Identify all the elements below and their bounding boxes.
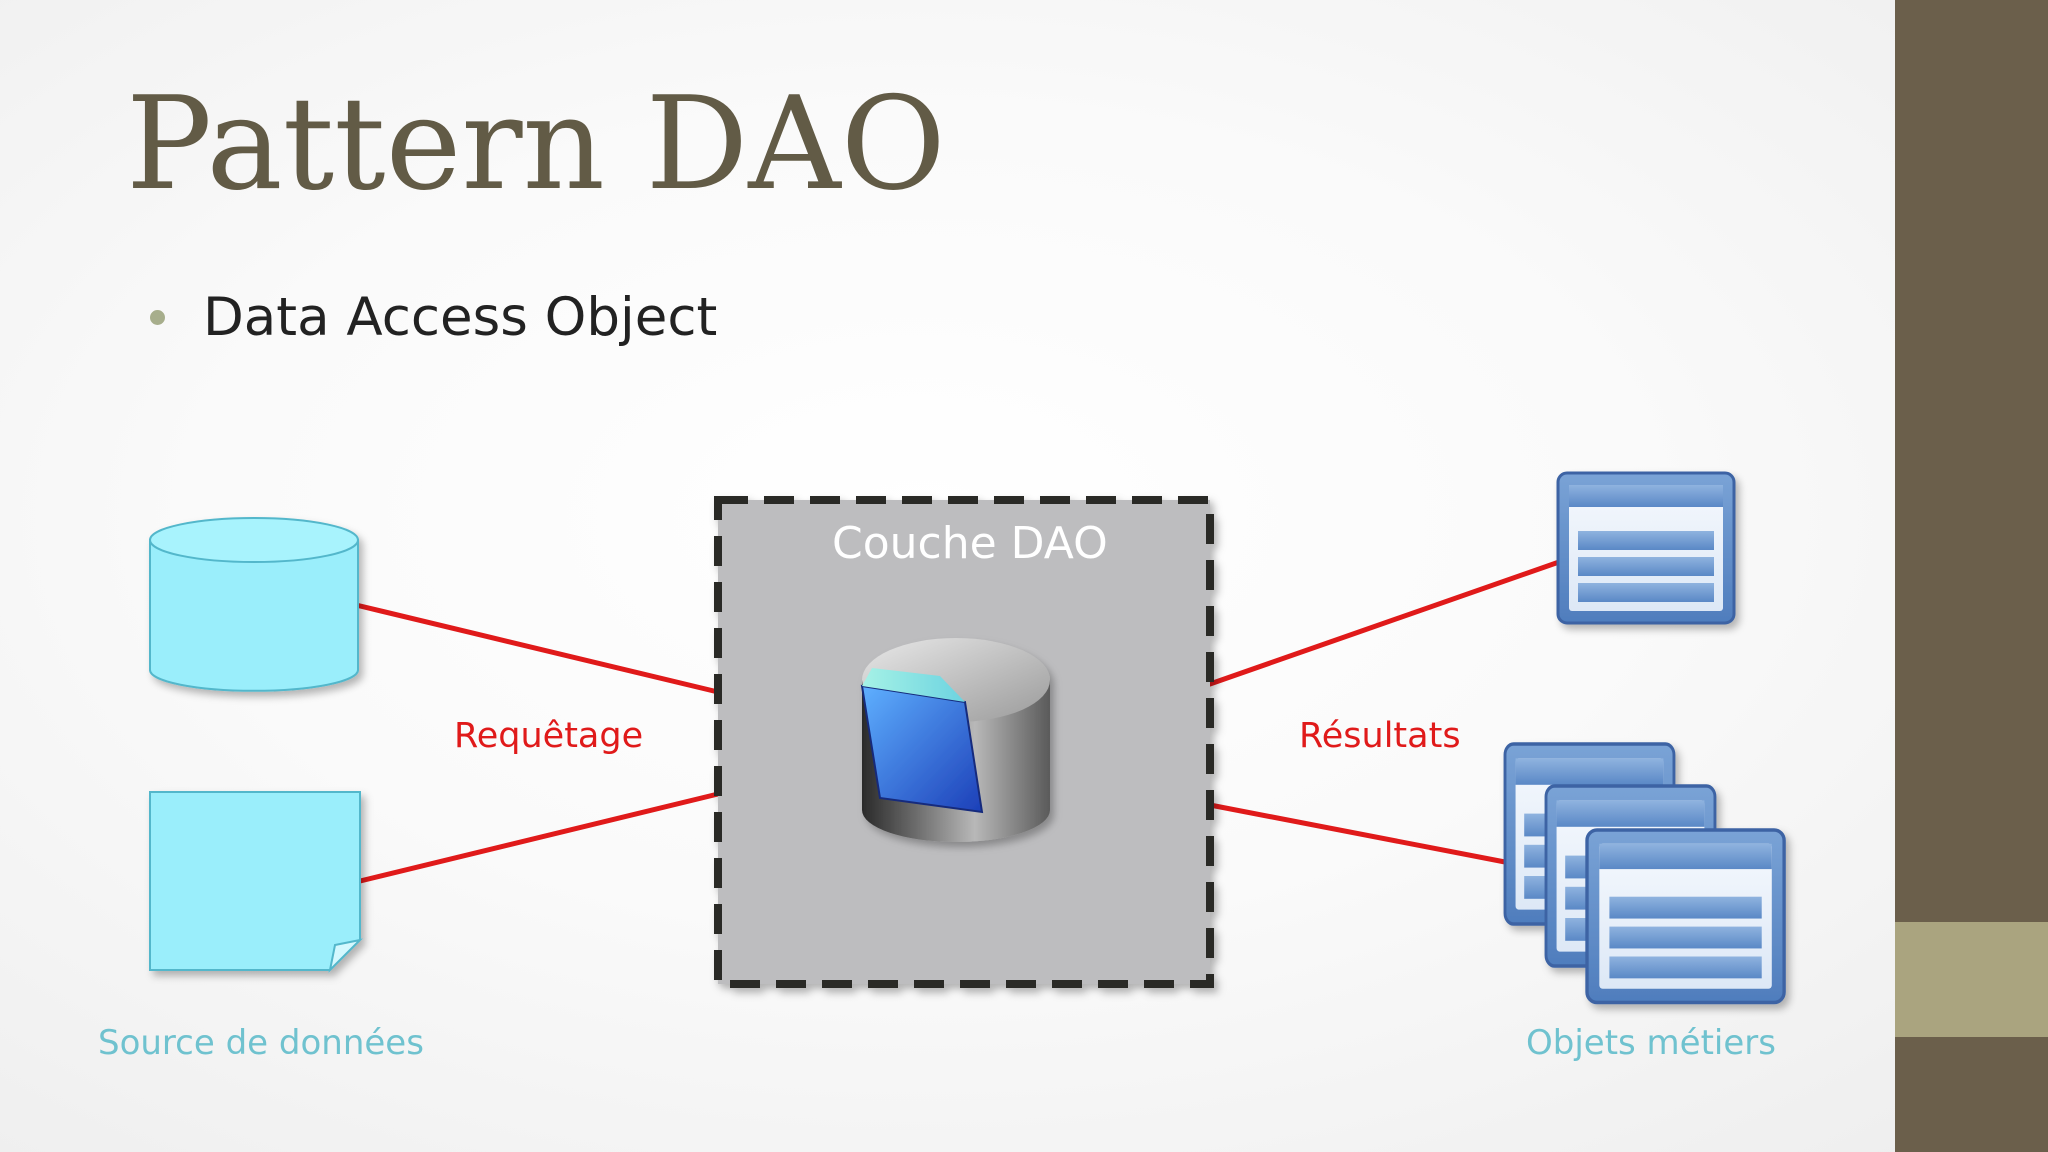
- connector-db-to-dao: [353, 602, 721, 695]
- bullet-text: Data Access Object: [203, 286, 718, 348]
- bullet-dot-icon: [150, 309, 165, 325]
- connector-dao-to-object: [1207, 559, 1562, 687]
- connector-dao-to-objects: [1207, 802, 1508, 865]
- connector-lines: [353, 559, 1562, 885]
- query-label: Requêtage: [454, 716, 644, 756]
- bullet-item: Data Access Object: [150, 282, 717, 352]
- side-bar-accent: [1895, 922, 2048, 1037]
- data-source-caption: Source de données: [98, 1023, 424, 1063]
- slide-title: Pattern DAO: [126, 70, 946, 219]
- document-icon: [149, 791, 364, 974]
- database-icon: [149, 517, 359, 692]
- stacked-windows-icon: [1503, 742, 1786, 1005]
- connector-doc-to-dao: [353, 791, 721, 885]
- dao-layer-label: Couche DAO: [832, 518, 1108, 569]
- business-objects-caption: Objets métiers: [1526, 1023, 1776, 1063]
- results-label: Résultats: [1299, 716, 1461, 756]
- dao-cylinder-icon: [860, 638, 1050, 842]
- window-icon: [1556, 471, 1736, 625]
